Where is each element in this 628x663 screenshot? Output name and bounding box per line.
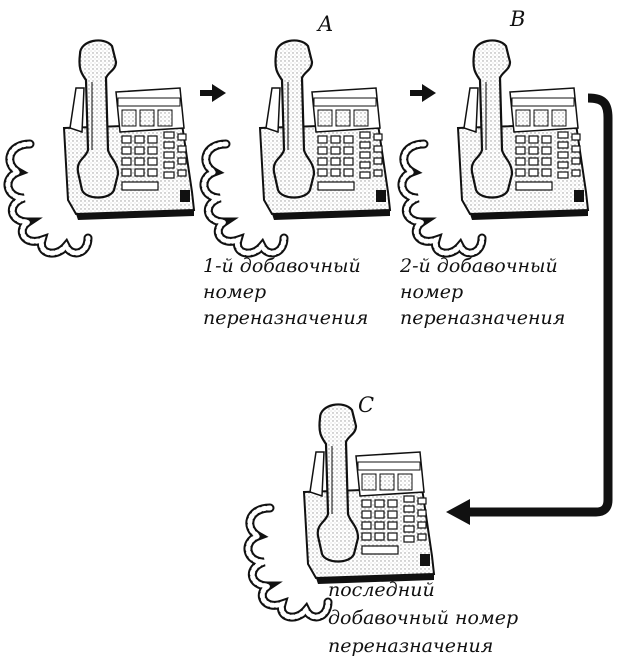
caption-c-line-2: добавочный номер [328, 607, 518, 629]
caption-a-line-3: переназначения [203, 307, 368, 329]
phone-b [402, 40, 588, 253]
caption-c-line-3: переназначения [328, 635, 493, 657]
label-c: C [358, 393, 374, 417]
arrow-a-to-b [410, 84, 436, 102]
caption-b-line-1: 2-й добавочный [399, 255, 558, 277]
label-b: B [509, 7, 525, 31]
arrow-origin-to-a [200, 84, 226, 102]
caption-a-line-1: 1-й добавочный [203, 255, 361, 277]
caption-a-line-2: номер [203, 281, 266, 303]
caption-b-line-2: номер [400, 281, 463, 303]
caption-b-line-3: переназначения [400, 307, 565, 329]
caption-b: 2-й добавочный номер переназначения [399, 255, 565, 329]
caption-a: 1-й добавочный номер переназначения [203, 255, 368, 329]
label-a: A [316, 12, 333, 36]
phone-a [204, 40, 390, 253]
caption-c: последний добавочный номер переназначени… [328, 579, 518, 657]
caption-c-line-1: последний [328, 579, 435, 601]
phone-origin [8, 40, 194, 253]
forward-connector-b-to-c [446, 93, 613, 525]
